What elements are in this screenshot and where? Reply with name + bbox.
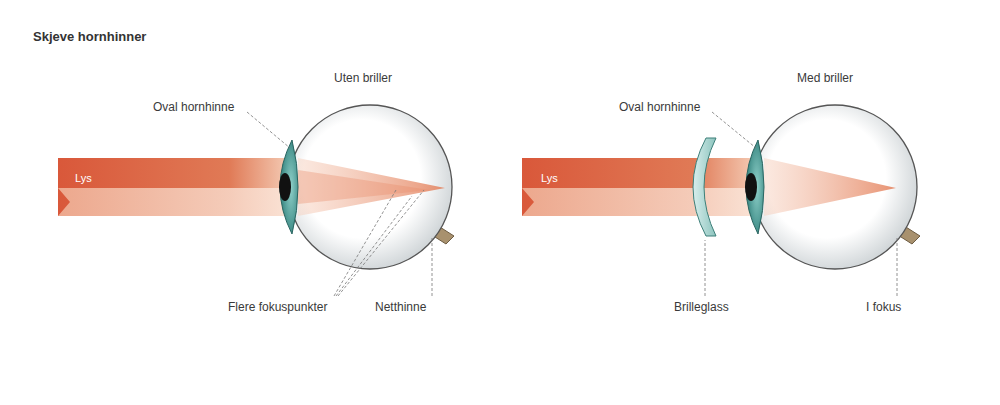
part-label: I fokus	[866, 300, 901, 314]
eyeball	[753, 105, 917, 269]
spectacle-lens	[693, 138, 716, 236]
pupil	[279, 173, 291, 201]
light-cone	[298, 158, 445, 216]
beam-label: Lys	[75, 171, 92, 185]
title: Skjeve hornhinner	[33, 29, 146, 44]
eye-left	[58, 105, 454, 296]
beam-label: Lys	[541, 171, 558, 185]
cornea	[280, 140, 298, 234]
part-label: Oval hornhinne	[619, 100, 700, 114]
light-cone	[764, 158, 896, 216]
light-beam	[58, 158, 286, 216]
view-heading: Med briller	[797, 71, 853, 85]
light-beam	[522, 158, 752, 216]
part-label: Brilleglass	[674, 300, 729, 314]
part-label: Flere fokuspunkter	[228, 300, 327, 314]
view-heading: Uten briller	[334, 71, 392, 85]
cornea	[746, 140, 764, 234]
light-beam-lower	[58, 188, 286, 216]
eyeball	[288, 105, 452, 269]
pupil	[745, 173, 757, 201]
part-label: Oval hornhinne	[153, 100, 234, 114]
eye-right	[522, 105, 920, 296]
light-beam-lower	[522, 188, 752, 216]
part-label: Netthinne	[375, 300, 426, 314]
